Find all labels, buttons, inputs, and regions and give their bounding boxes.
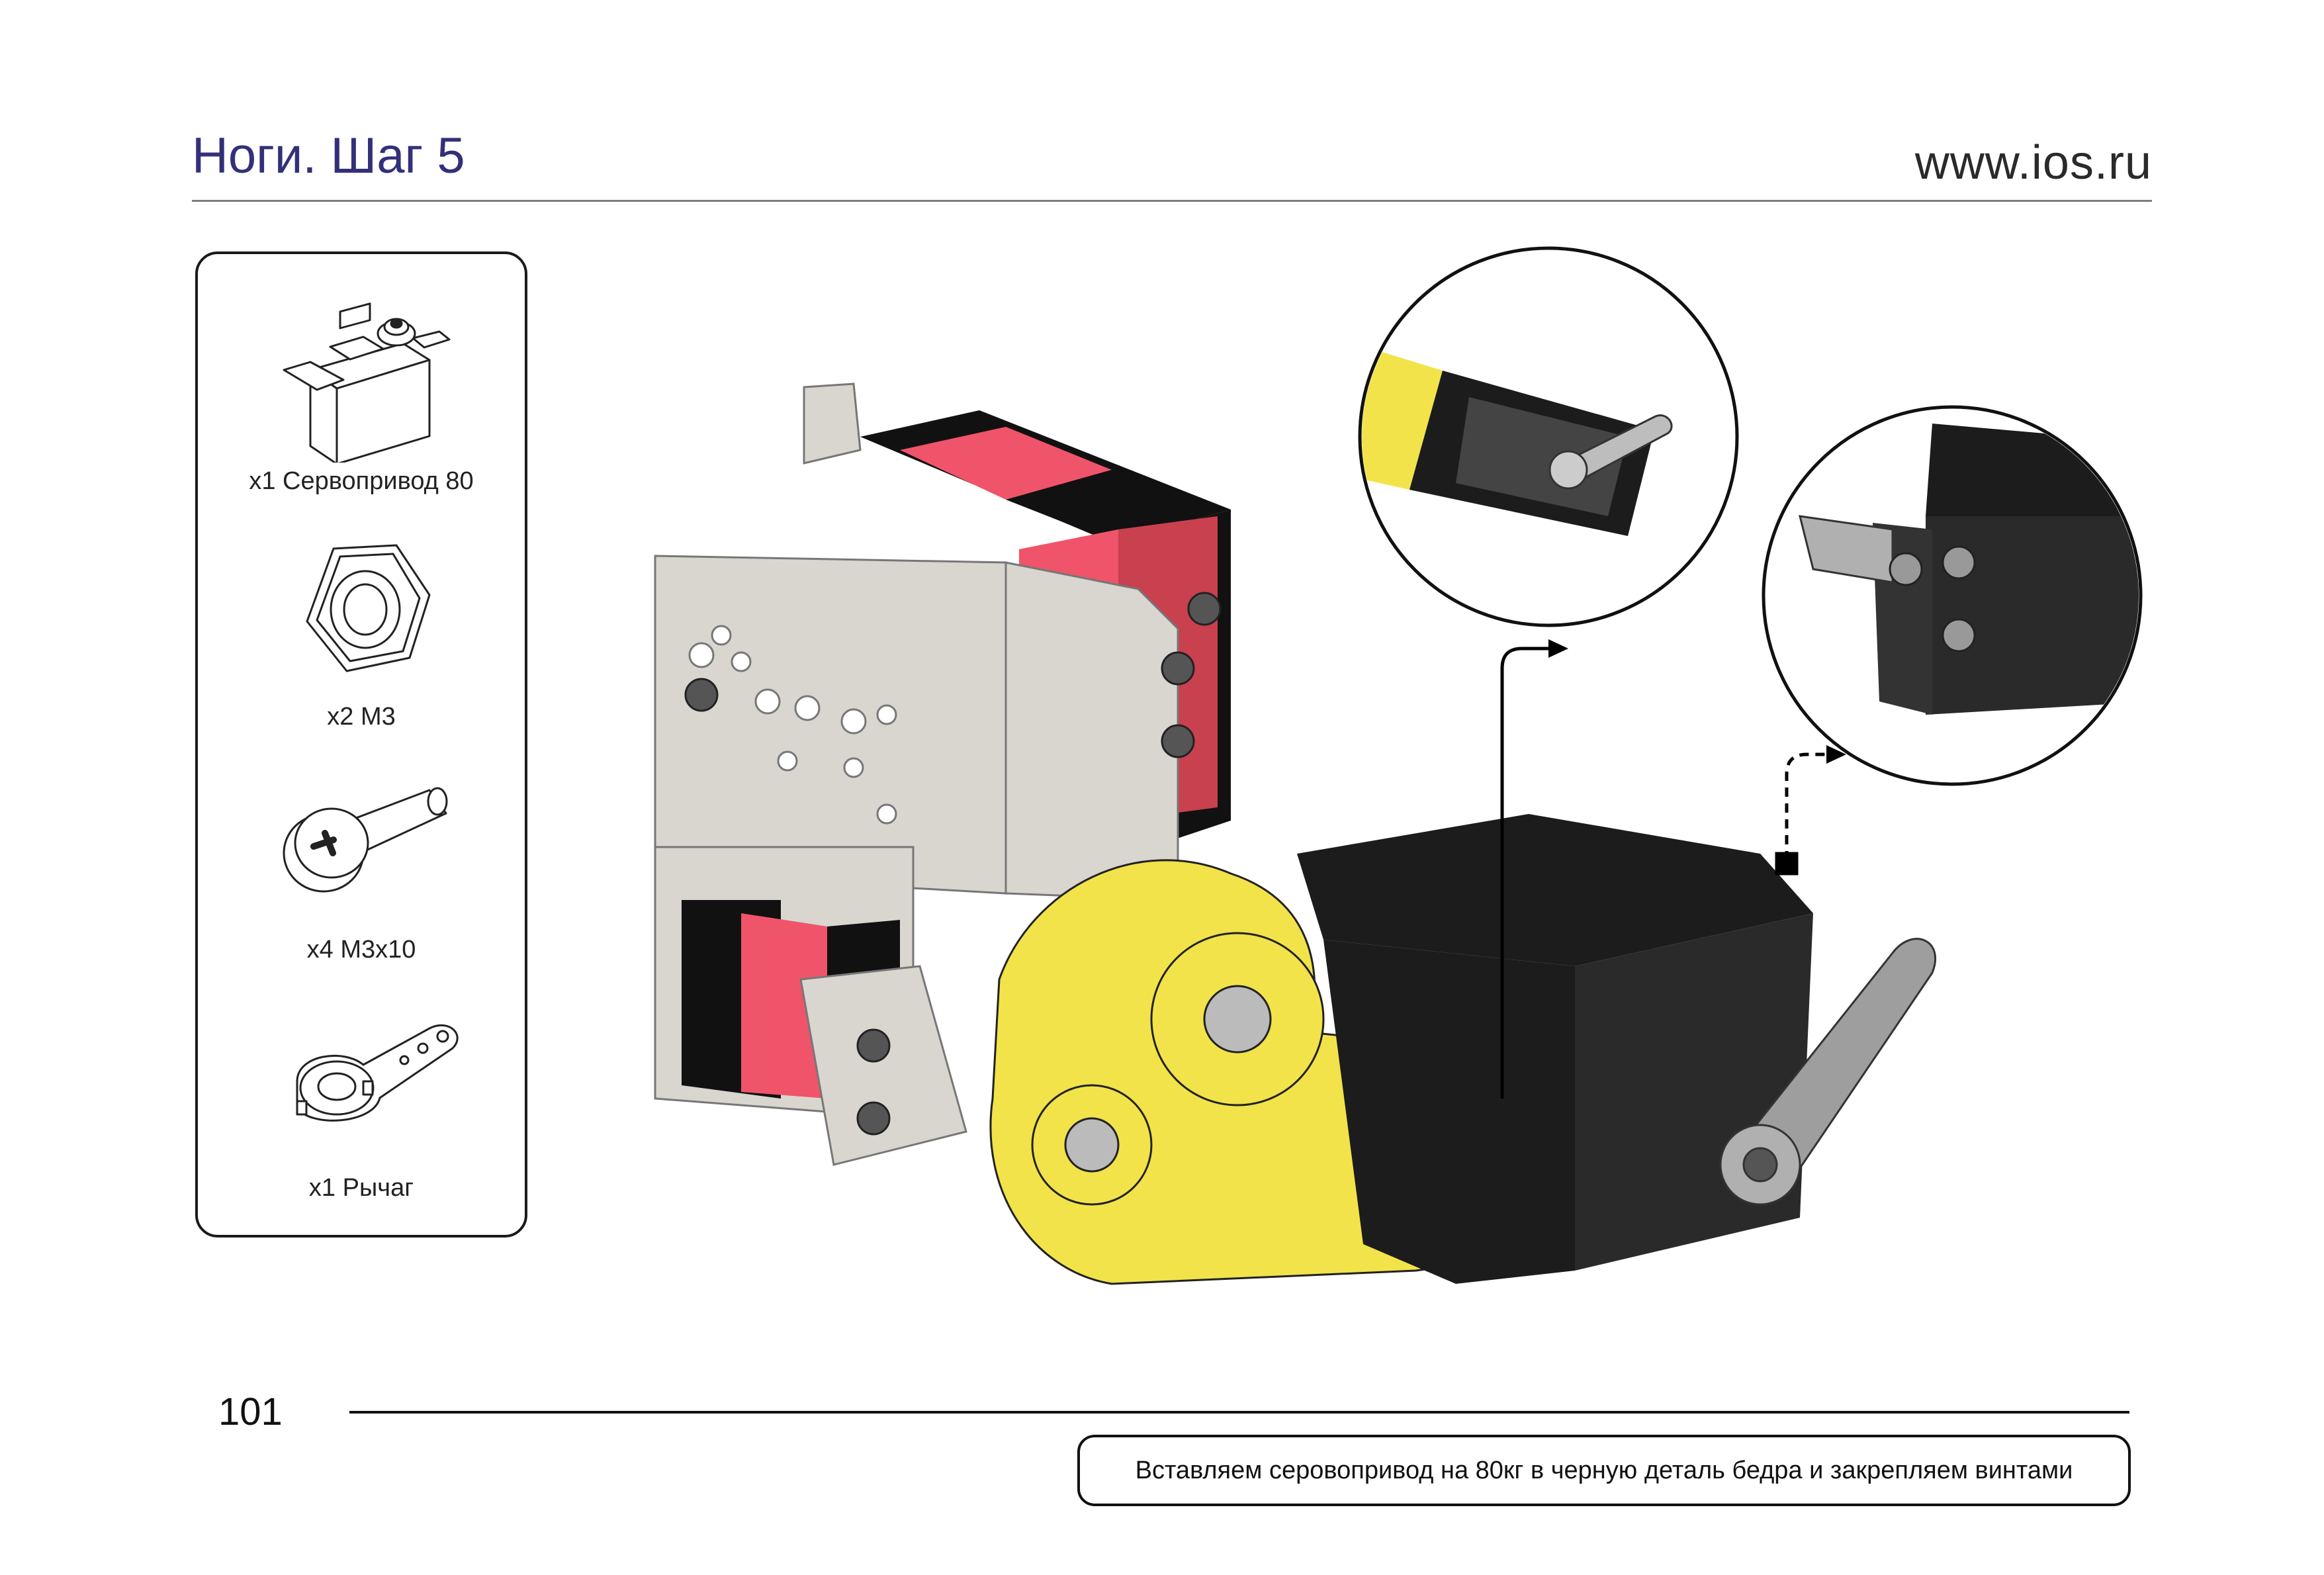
page-number: 101 [218, 1390, 283, 1433]
screw-icon [283, 787, 448, 893]
lower-servo [654, 846, 967, 1166]
step-caption: Вставляем серовопривод на 80кг в черную … [1077, 1435, 2131, 1506]
part-label-servo: x1 Сервопривод 80 [249, 467, 474, 495]
nut-icon [306, 544, 431, 672]
bracket-holes [688, 625, 897, 825]
part-label-lever: x1 Рычаг [308, 1174, 414, 1202]
bracket-nuts [684, 592, 1222, 758]
servo-horn [1719, 938, 1937, 1206]
part-label-nut: x2 M3 [327, 703, 396, 731]
header-divider [192, 200, 2152, 202]
black-thigh-part [1297, 814, 1813, 1284]
lower-screws [856, 1028, 891, 1136]
callout-arrows [1500, 639, 1846, 1099]
servo-icon [283, 302, 451, 463]
detail-view-1 [1358, 246, 1739, 627]
parts-list-panel: x1 Сервопривод 80 x2 M3 x4 M3x10 [195, 251, 527, 1238]
website-url[interactable]: www.ios.ru [1914, 136, 2152, 189]
footer-divider [349, 1411, 2129, 1414]
page-title: Ноги. Шаг 5 [192, 128, 465, 184]
leg-assembly-illustration [654, 246, 2143, 1285]
detail-view-2 [1762, 405, 2143, 786]
upper-bracket [654, 382, 1179, 901]
part-label-screw: x4 M3x10 [306, 936, 416, 964]
lever-icon [296, 1024, 459, 1122]
